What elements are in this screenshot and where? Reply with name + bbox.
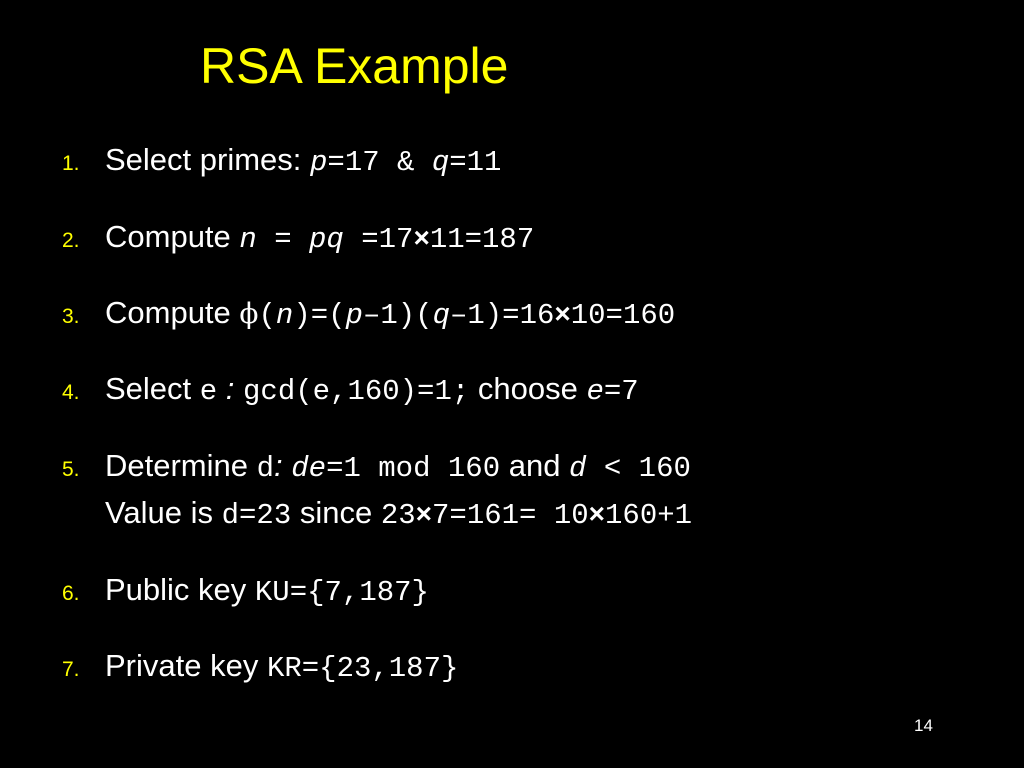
var-d: d [569,452,587,485]
value-16: –1)=16 [449,299,555,332]
private-key-value: KR={23,187} [266,652,459,685]
item-number: 6. [62,582,80,605]
item-text: Compute ϕ(n)=(p–1)(q–1)=16×10=160 [105,293,675,336]
gcd-expression: gcd(e,160)=1; [243,375,470,408]
var-e: e [586,375,604,408]
var-q: q [431,146,450,179]
mod-expression: =1 mod 160 [326,452,501,485]
times-sign: × [554,298,571,329]
text-choose: choose [469,371,587,406]
item-text: Public key KU={7,187} [105,570,429,613]
var-p: p [310,146,328,179]
item-number: 7. [62,658,80,681]
value-160-plus-1: 160+1 [605,499,693,532]
page-number: 14 [914,716,933,735]
item-number: 3. [62,305,80,328]
less-than-160: < 160 [586,452,691,485]
value-23: 23 [380,499,416,532]
value-d-23: d=23 [221,499,292,532]
text-since: since [291,495,381,530]
text-value-is: Value is [105,495,222,530]
item-number: 1. [62,152,80,175]
times-sign: × [413,222,430,253]
colon: : [274,448,292,483]
text-select: Select [105,371,200,406]
var-p: p [345,299,363,332]
slide-title: RSA Example [200,38,509,94]
item-number: 5. [62,458,80,481]
times-sign: × [588,498,606,529]
public-key-value: KU={7,187} [254,576,429,609]
value-7: =7 [603,375,639,408]
text-select-primes: Select primes: [105,142,311,177]
item-text: Select primes: p=17 & q=11 [105,140,501,183]
times-sign: × [415,498,433,529]
phi-symbol: ϕ [239,297,259,330]
text-private-key: Private key [105,648,267,683]
expr-n-pq: n = pq [239,223,344,256]
var-n: n [275,299,294,332]
item-text: Select e : gcd(e,160)=1; choose e=7 [105,369,639,412]
item-number: 4. [62,381,80,404]
value-11: =11 [449,146,502,179]
paren-open: ( [258,299,276,332]
value-10-160: 10=160 [570,299,676,332]
var-de: de [291,452,327,485]
value-7-161: 7=161= 10 [432,499,589,532]
item-text: Compute n = pq =17×11=187 [105,217,534,260]
var-d: d [256,452,275,485]
text-determine: Determine [105,448,257,483]
text-compute: Compute [105,219,240,254]
text-and: and [500,448,570,483]
item-number: 2. [62,229,80,252]
minus-one: –1)( [362,299,433,332]
var-q: q [432,299,450,332]
colon: : [217,371,244,406]
text-compute: Compute [105,295,240,330]
text-public-key: Public key [105,572,255,607]
item-text: Determine d: de=1 mod 160 and d < 160 [105,446,691,489]
var-e: e [199,375,218,408]
value-17: =17 & [327,146,432,179]
value-11-187: 11=187 [429,223,535,256]
value-17: =17 [343,223,414,256]
item-text: Private key KR={23,187} [105,646,458,689]
item-text-line2: Value is d=23 since 23×7=161= 10×160+1 [105,493,692,536]
paren-mid: )=( [293,299,346,332]
